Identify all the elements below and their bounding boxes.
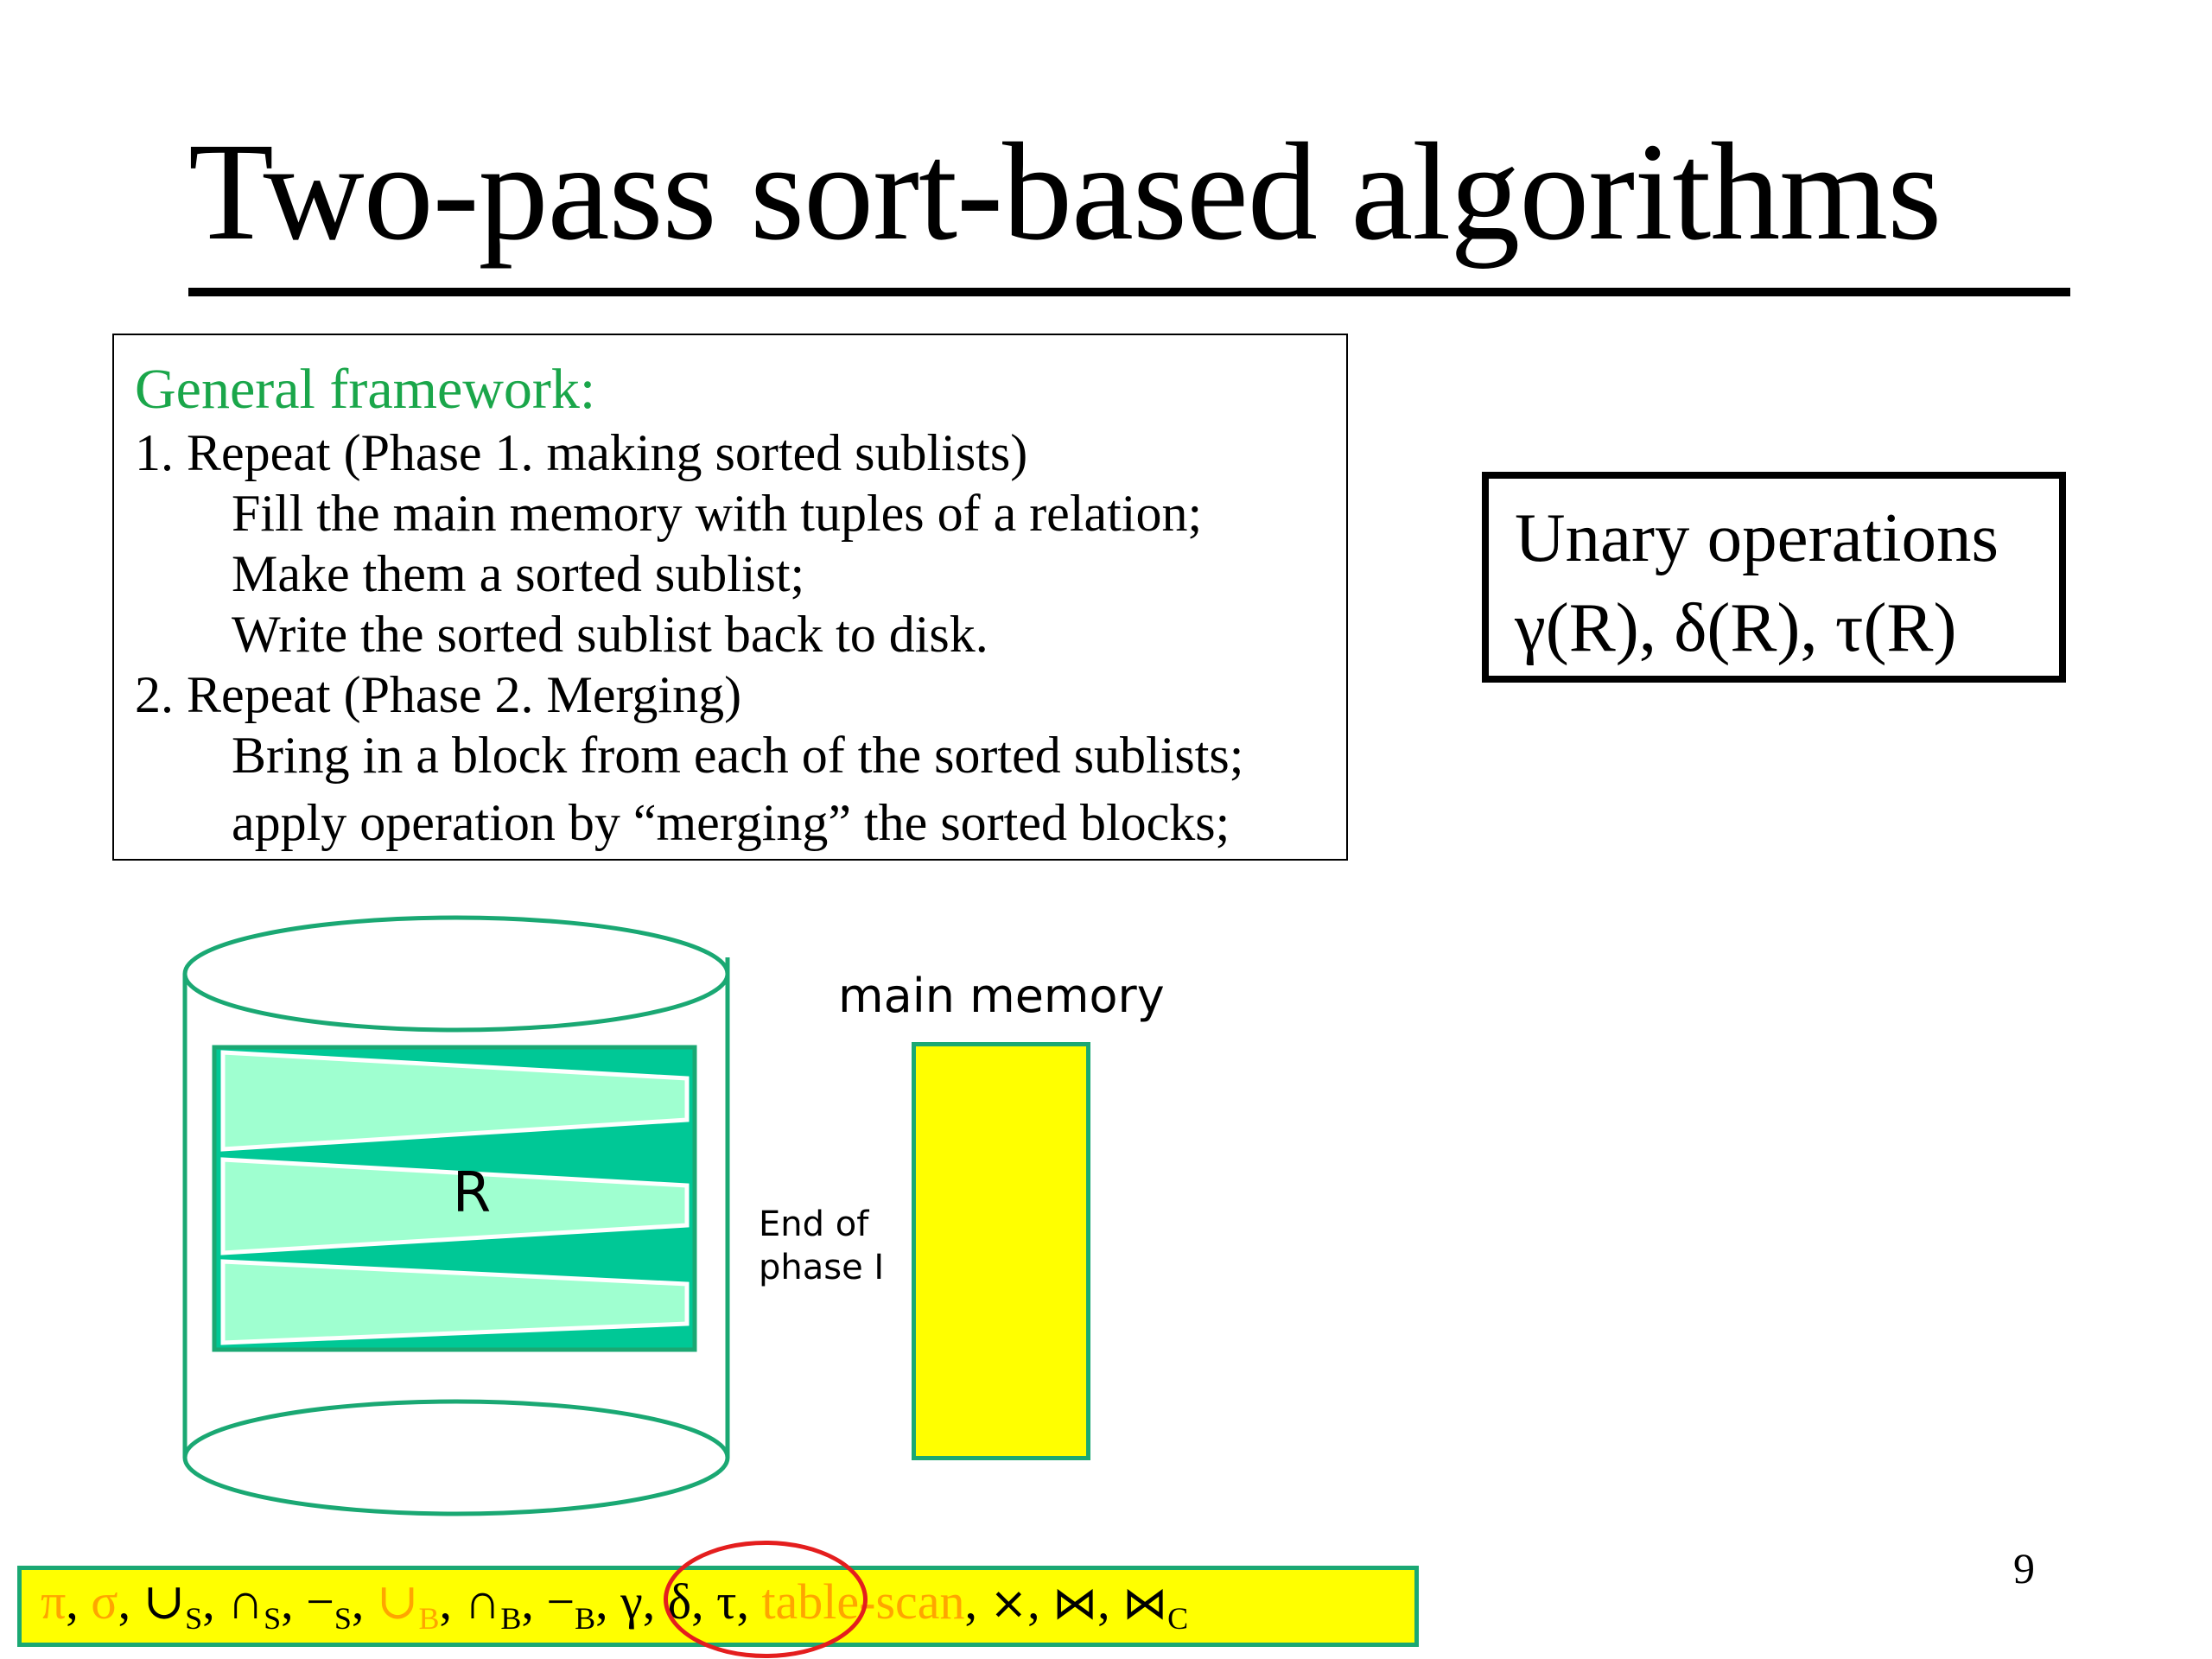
operator-symbol: ∪ xyxy=(376,1573,419,1630)
operator-symbol: ⋈ xyxy=(1052,1578,1098,1630)
sorted-sublist xyxy=(220,1050,690,1152)
main-memory-block xyxy=(912,1042,1090,1460)
framework-step-2-line-1: Bring in a block from each of the sorted… xyxy=(232,727,1244,784)
framework-step-2-line-2: apply operation by “merging” the sorted … xyxy=(232,794,1230,851)
framework-step-2: 2. Repeat (Phase 2. Merging) xyxy=(135,666,742,723)
operator-symbol: δ xyxy=(667,1573,692,1630)
operator-symbol: ∪ xyxy=(143,1573,186,1630)
unary-operations-box: Unary operations γ(R), δ(R), τ(R) xyxy=(1482,472,2066,683)
operator-subscript: S xyxy=(185,1601,203,1636)
unary-ops: γ(R), δ(R), τ(R) xyxy=(1515,588,1957,666)
general-framework-box: General framework: 1. Repeat (Phase 1. m… xyxy=(112,334,1348,861)
operator-symbol: γ xyxy=(620,1573,643,1630)
operator-subscript: B xyxy=(575,1601,596,1636)
operator-subscript: B xyxy=(500,1601,522,1636)
relation-label: R xyxy=(453,1161,491,1225)
operator-symbol: τ xyxy=(716,1573,737,1630)
operator-subscript: C xyxy=(1167,1601,1189,1636)
operator-subscript: B xyxy=(418,1601,440,1636)
operations-list: π, σ, ∪S, ∩S, −S, ∪B, ∩B, −B, γ, δ, τ, t… xyxy=(41,1573,1189,1636)
main-memory-label: main memory xyxy=(838,969,1165,1023)
operator-symbol: × xyxy=(989,1578,1028,1630)
sorted-sublist xyxy=(220,1259,690,1345)
operator-symbol: ⋈ xyxy=(1122,1578,1168,1630)
framework-step-1-line-3: Write the sorted sublist back to disk. xyxy=(232,606,988,663)
operator-symbol: table-scan xyxy=(761,1573,965,1630)
operator-symbol: π xyxy=(41,1573,67,1630)
operations-bar: π, σ, ∪S, ∩S, −S, ∪B, ∩B, −B, γ, δ, τ, t… xyxy=(17,1566,1419,1647)
operator-symbol: − xyxy=(306,1573,334,1630)
operator-subscript: S xyxy=(334,1601,352,1636)
framework-step-1-line-1: Fill the main memory with tuples of a re… xyxy=(232,485,1203,542)
framework-step-1: 1. Repeat (Phase 1. making sorted sublis… xyxy=(135,424,1028,481)
operator-symbol: ∩ xyxy=(227,1573,264,1630)
disk-cylinder xyxy=(182,915,730,1516)
operator-subscript: S xyxy=(264,1601,282,1636)
framework-heading: General framework: xyxy=(135,358,596,421)
title-underline xyxy=(188,288,2070,296)
unary-title: Unary operations xyxy=(1515,499,1999,576)
phase-label: End of phase I xyxy=(759,1205,885,1287)
operator-symbol: − xyxy=(546,1573,575,1630)
page-number: 9 xyxy=(2013,1544,2035,1592)
operator-symbol: ∩ xyxy=(464,1573,501,1630)
sorted-sublist xyxy=(220,1157,690,1255)
slide-title: Two-pass sort-based algorithms xyxy=(188,115,1942,270)
operator-symbol: σ xyxy=(91,1573,118,1630)
framework-step-1-line-2: Make them a sorted sublist; xyxy=(232,545,805,602)
